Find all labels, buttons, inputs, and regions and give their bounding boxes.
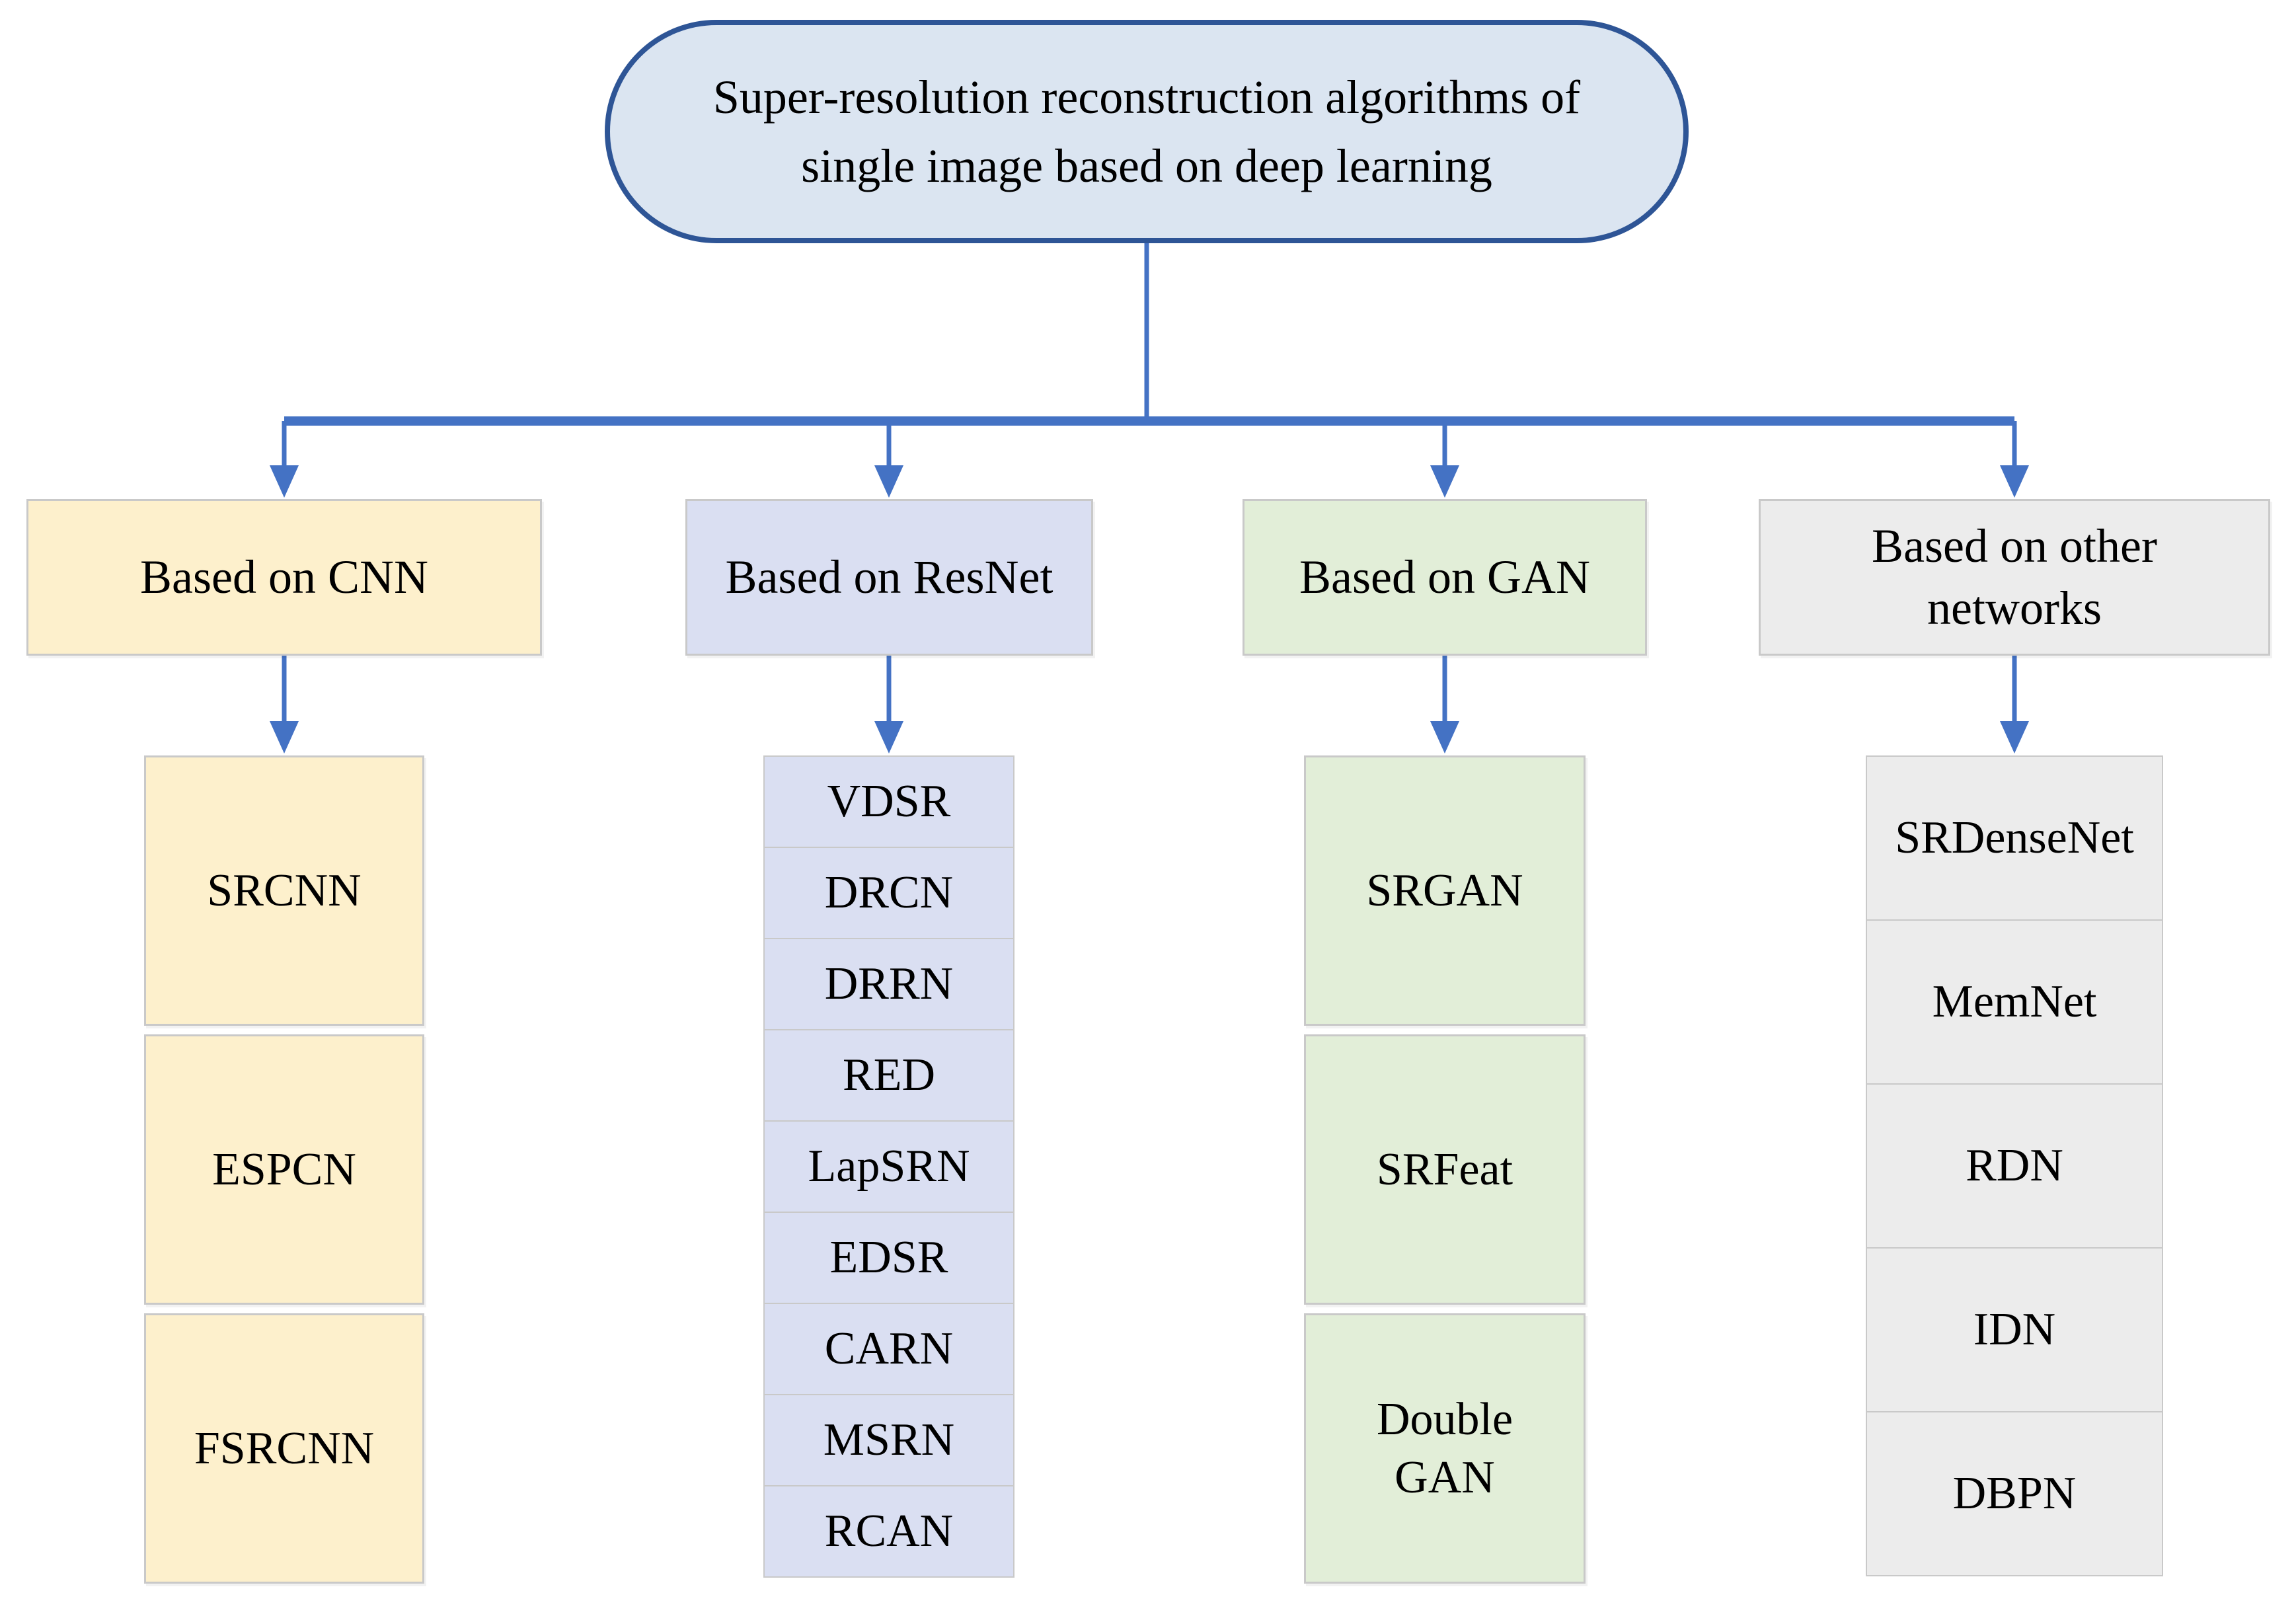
- node-msrn: MSRN: [763, 1394, 1014, 1486]
- node-espcn: ESPCN: [144, 1034, 424, 1305]
- cnn-children-stack: SRCNN ESPCN FSRCNN: [144, 755, 424, 1584]
- node-idn: IDN: [1866, 1247, 2163, 1412]
- arrowhead-to-cnn-branch: [270, 465, 299, 498]
- arrowhead-to-resnet-branch: [874, 465, 903, 498]
- arrowhead-other-to-children: [2000, 721, 2029, 753]
- node-lapsrn: LapSRN: [763, 1120, 1014, 1213]
- node-srgan: SRGAN: [1304, 755, 1586, 1026]
- node-carn: CARN: [763, 1303, 1014, 1395]
- node-dbpn: DBPN: [1866, 1411, 2163, 1576]
- arrowhead-resnet-to-children: [874, 721, 903, 753]
- gan-children-stack: SRGAN SRFeat Double GAN: [1304, 755, 1586, 1584]
- arrowhead-to-other-branch: [2000, 465, 2029, 498]
- branch-cnn-node: Based on CNN: [26, 499, 542, 656]
- branch-gan-node: Based on GAN: [1243, 499, 1647, 656]
- other-children-stack: SRDenseNet MemNet RDN IDN DBPN: [1866, 755, 2163, 1576]
- node-srfeat: SRFeat: [1304, 1034, 1586, 1305]
- node-vdsr: VDSR: [763, 755, 1014, 848]
- node-srdensenet: SRDenseNet: [1866, 755, 2163, 921]
- arrowhead-cnn-to-children: [270, 721, 299, 753]
- root-node: Super-resolution reconstruction algorith…: [605, 20, 1689, 243]
- node-rcan: RCAN: [763, 1485, 1014, 1578]
- node-drcn: DRCN: [763, 847, 1014, 939]
- resnet-children-stack: VDSR DRCN DRRN RED LapSRN EDSR CARN MSRN…: [763, 755, 1014, 1578]
- node-edsr: EDSR: [763, 1212, 1014, 1304]
- node-memnet: MemNet: [1866, 919, 2163, 1085]
- arrowhead-to-gan-branch: [1430, 465, 1459, 498]
- branch-other-node: Based on other networks: [1759, 499, 2270, 656]
- node-fsrcnn: FSRCNN: [144, 1313, 424, 1584]
- branch-resnet-node: Based on ResNet: [685, 499, 1093, 656]
- node-red: RED: [763, 1029, 1014, 1122]
- node-double-gan: Double GAN: [1304, 1313, 1586, 1584]
- node-rdn: RDN: [1866, 1083, 2163, 1249]
- node-drrn: DRRN: [763, 938, 1014, 1030]
- node-srcnn: SRCNN: [144, 755, 424, 1026]
- arrowhead-gan-to-children: [1430, 721, 1459, 753]
